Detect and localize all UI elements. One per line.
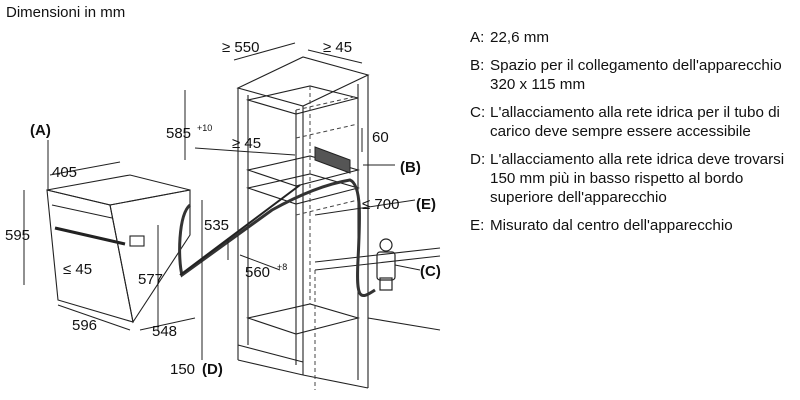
dim-oven-depth: 548 — [152, 323, 177, 340]
legend-key: C: — [470, 104, 486, 121]
legend-text: L'allacciamento alla rete idrica deve tr… — [490, 151, 785, 206]
oven-side — [109, 189, 191, 324]
label-c: (C) — [420, 263, 441, 280]
oven-handle — [54, 226, 126, 246]
legend-text: Spazio per il collegamento dell'apparecc… — [490, 57, 782, 93]
dim-front-depth: 405 — [52, 164, 77, 181]
dim-shelf-gap: ≥ 45 — [232, 135, 261, 152]
cabinet-outline — [236, 56, 441, 389]
legend-key: A: — [470, 29, 485, 46]
shelf-lower — [245, 173, 361, 205]
legend: A: 22,6 mm B: Spazio per il collegamento… — [470, 28, 795, 244]
tap-handle — [379, 238, 393, 252]
counter-floor — [367, 317, 441, 331]
dim-oven-height: 595 — [5, 227, 30, 244]
dim-depth-top: ≥ 550 — [222, 39, 259, 56]
oven-control-strip — [51, 204, 113, 219]
dim-depth-e: ≤ 700 — [362, 196, 399, 213]
shelf-upper — [245, 85, 359, 115]
legend-key: B: — [470, 57, 485, 74]
hidden-lines — [295, 86, 359, 390]
legend-item-d: D: L'allacciamento alla rete idrica deve… — [470, 150, 795, 207]
dim-cutout-width: 560 — [245, 264, 270, 281]
label-e: (E) — [416, 196, 436, 213]
dim-cable-height: 535 — [204, 217, 229, 234]
dim-inner-height: 577 — [138, 271, 163, 288]
label-a: (A) — [30, 122, 51, 139]
cabinet-base-front — [237, 359, 304, 376]
dim-hose-length: 150 — [170, 361, 195, 378]
dim-cutout-width-tol: +8 — [277, 262, 287, 272]
legend-text: Misurato dal centro dell'apparecchio — [490, 217, 733, 234]
legend-text: 22,6 mm — [490, 29, 550, 46]
cabinet-base-side — [302, 374, 369, 389]
dim-height-cutout: 585 — [166, 125, 191, 142]
legend-item-a: A: 22,6 mm — [470, 28, 795, 47]
dim-oven-width: 596 — [72, 317, 97, 334]
label-d: (D) — [202, 361, 223, 378]
cabinet-plinth — [237, 344, 304, 363]
legend-text: L'allacciamento alla rete idrica per il … — [490, 104, 780, 140]
dimension-lines — [23, 42, 421, 360]
legend-key: D: — [470, 151, 486, 168]
legend-key: E: — [470, 217, 485, 234]
dim-door-gap: ≤ 45 — [63, 261, 92, 278]
oven — [46, 174, 191, 324]
water-tap — [376, 238, 396, 291]
dim-rear-gap: ≥ 45 — [323, 39, 352, 56]
shelf-bottom — [245, 303, 361, 335]
legend-item-c: C: L'allacciamento alla rete idrica per … — [470, 103, 795, 141]
legend-item-b: B: Spazio per il collegamento dell'appar… — [470, 56, 795, 94]
dim-height-cutout-tol: +10 — [197, 123, 212, 133]
page-title: Dimensioni in mm — [6, 4, 126, 21]
legend-item-e: E: Misurato dal centro dell'apparecchio — [470, 216, 795, 235]
power-cable — [179, 184, 301, 276]
hose — [178, 178, 376, 297]
installation-drawing: ≥ 550 ≥ 45 585 +10 ≥ 45 60 (B) ≤ 700 (E)… — [5, 39, 441, 390]
dim-vent: 60 — [372, 129, 389, 146]
service-box — [314, 146, 351, 174]
tap-connector — [379, 277, 393, 291]
oven-bracket — [129, 235, 145, 247]
tap-body — [376, 251, 396, 281]
cabinet-top — [236, 56, 370, 107]
water-hose — [178, 178, 376, 297]
label-b: (B) — [400, 159, 421, 176]
